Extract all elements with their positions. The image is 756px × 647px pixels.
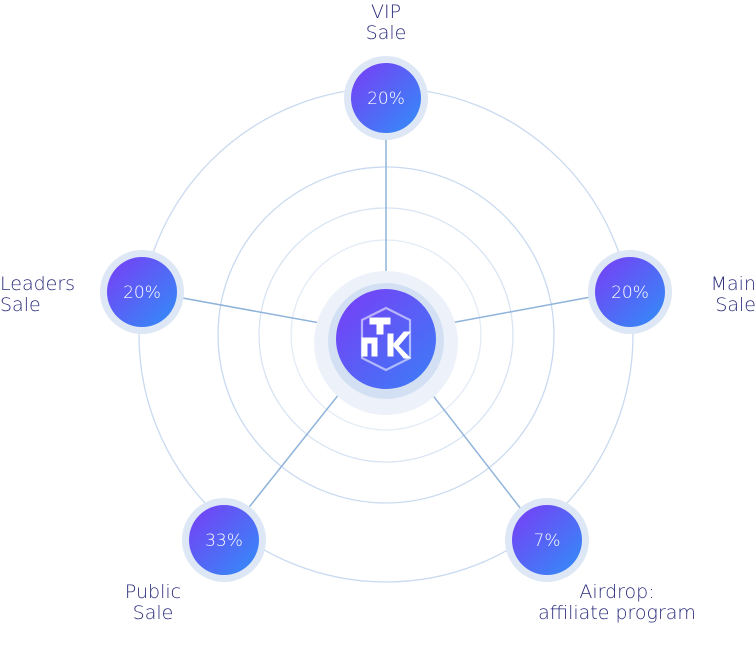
label-airdrop-line1: Airdrop: bbox=[579, 581, 655, 603]
label-public-line1: Public bbox=[124, 581, 182, 603]
label-main-line1: Main bbox=[710, 273, 756, 295]
label-airdrop: Airdrop: affiliate program bbox=[510, 582, 724, 624]
label-vip-sale: VIP Sale bbox=[338, 2, 434, 44]
node-public-percent: 33% bbox=[205, 531, 243, 551]
node-airdrop-percent: 7% bbox=[534, 531, 561, 551]
node-vip-percent: 20% bbox=[367, 89, 405, 109]
label-leaders-line2: Sale bbox=[0, 294, 41, 316]
node-main-core bbox=[595, 257, 665, 327]
hub-core bbox=[336, 289, 436, 389]
label-public-line2: Sale bbox=[132, 602, 174, 624]
label-vip-line2: Sale bbox=[365, 22, 407, 44]
node-leaders-percent: 20% bbox=[123, 283, 161, 303]
node-airdrop: 7% bbox=[505, 498, 589, 582]
label-vip-line1: VIP bbox=[370, 1, 402, 23]
node-vip: 20% bbox=[344, 56, 428, 140]
node-vip-core bbox=[351, 63, 421, 133]
node-leaders-core bbox=[107, 257, 177, 327]
node-airdrop-core bbox=[512, 505, 582, 575]
label-leaders-line1: Leaders bbox=[0, 273, 76, 295]
label-leaders-sale: Leaders Sale bbox=[0, 274, 96, 316]
node-main-percent: 20% bbox=[611, 283, 649, 303]
label-main-sale: Main Sale bbox=[686, 274, 756, 316]
node-leaders: 20% bbox=[100, 250, 184, 334]
label-airdrop-line2: affiliate program bbox=[538, 602, 696, 624]
node-public: 33% bbox=[182, 498, 266, 582]
hub bbox=[314, 271, 458, 415]
label-public-sale: Public Sale bbox=[98, 582, 208, 624]
node-public-core bbox=[189, 505, 259, 575]
node-main: 20% bbox=[588, 250, 672, 334]
label-main-line2: Sale bbox=[715, 294, 756, 316]
cube-logo-icon bbox=[360, 306, 412, 372]
